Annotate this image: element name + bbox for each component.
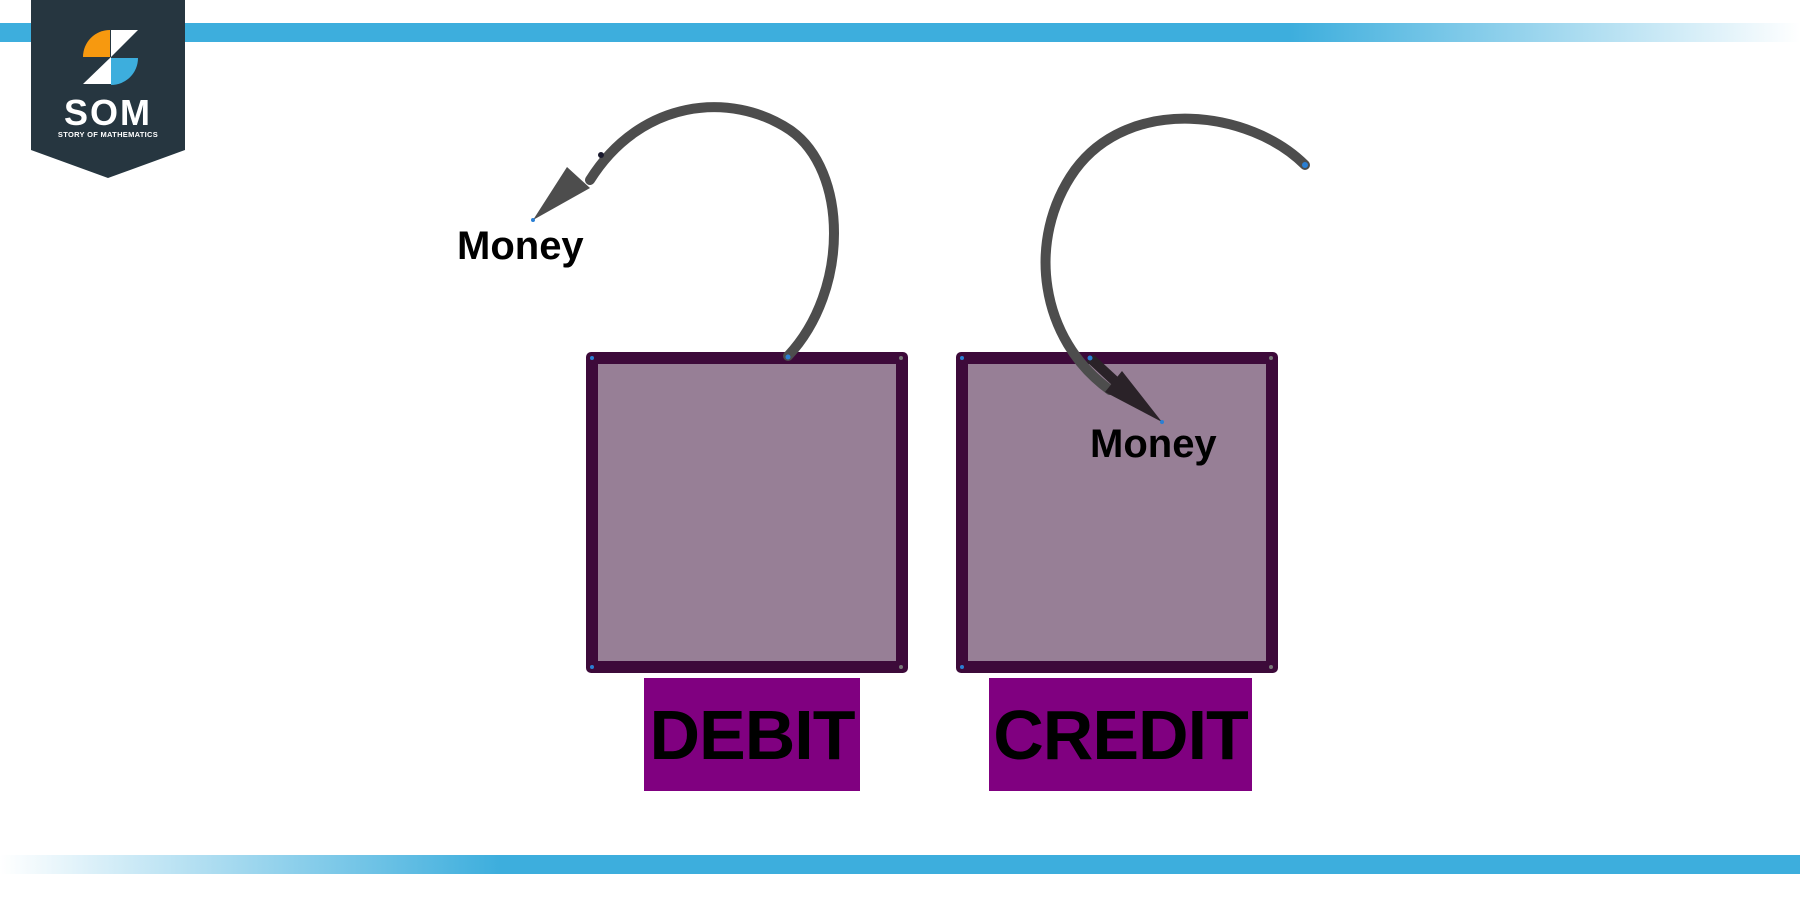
credit-money-label: Money: [1090, 422, 1217, 466]
debit-account-box: [586, 352, 908, 673]
som-logo: SOM STORY OF MATHEMATICS: [31, 0, 185, 178]
debit-label: DEBIT: [644, 678, 860, 791]
logo-abbreviation: SOM: [63, 92, 152, 133]
credit-label: CREDIT: [989, 678, 1252, 791]
logo-tagline: STORY OF MATHEMATICS: [57, 130, 159, 139]
top-accent-bar: [0, 23, 1800, 42]
credit-account-box: [956, 352, 1278, 673]
logo-badge-icon: [31, 0, 185, 178]
bottom-accent-bar: [0, 855, 1800, 874]
debit-money-label: Money: [457, 224, 584, 268]
